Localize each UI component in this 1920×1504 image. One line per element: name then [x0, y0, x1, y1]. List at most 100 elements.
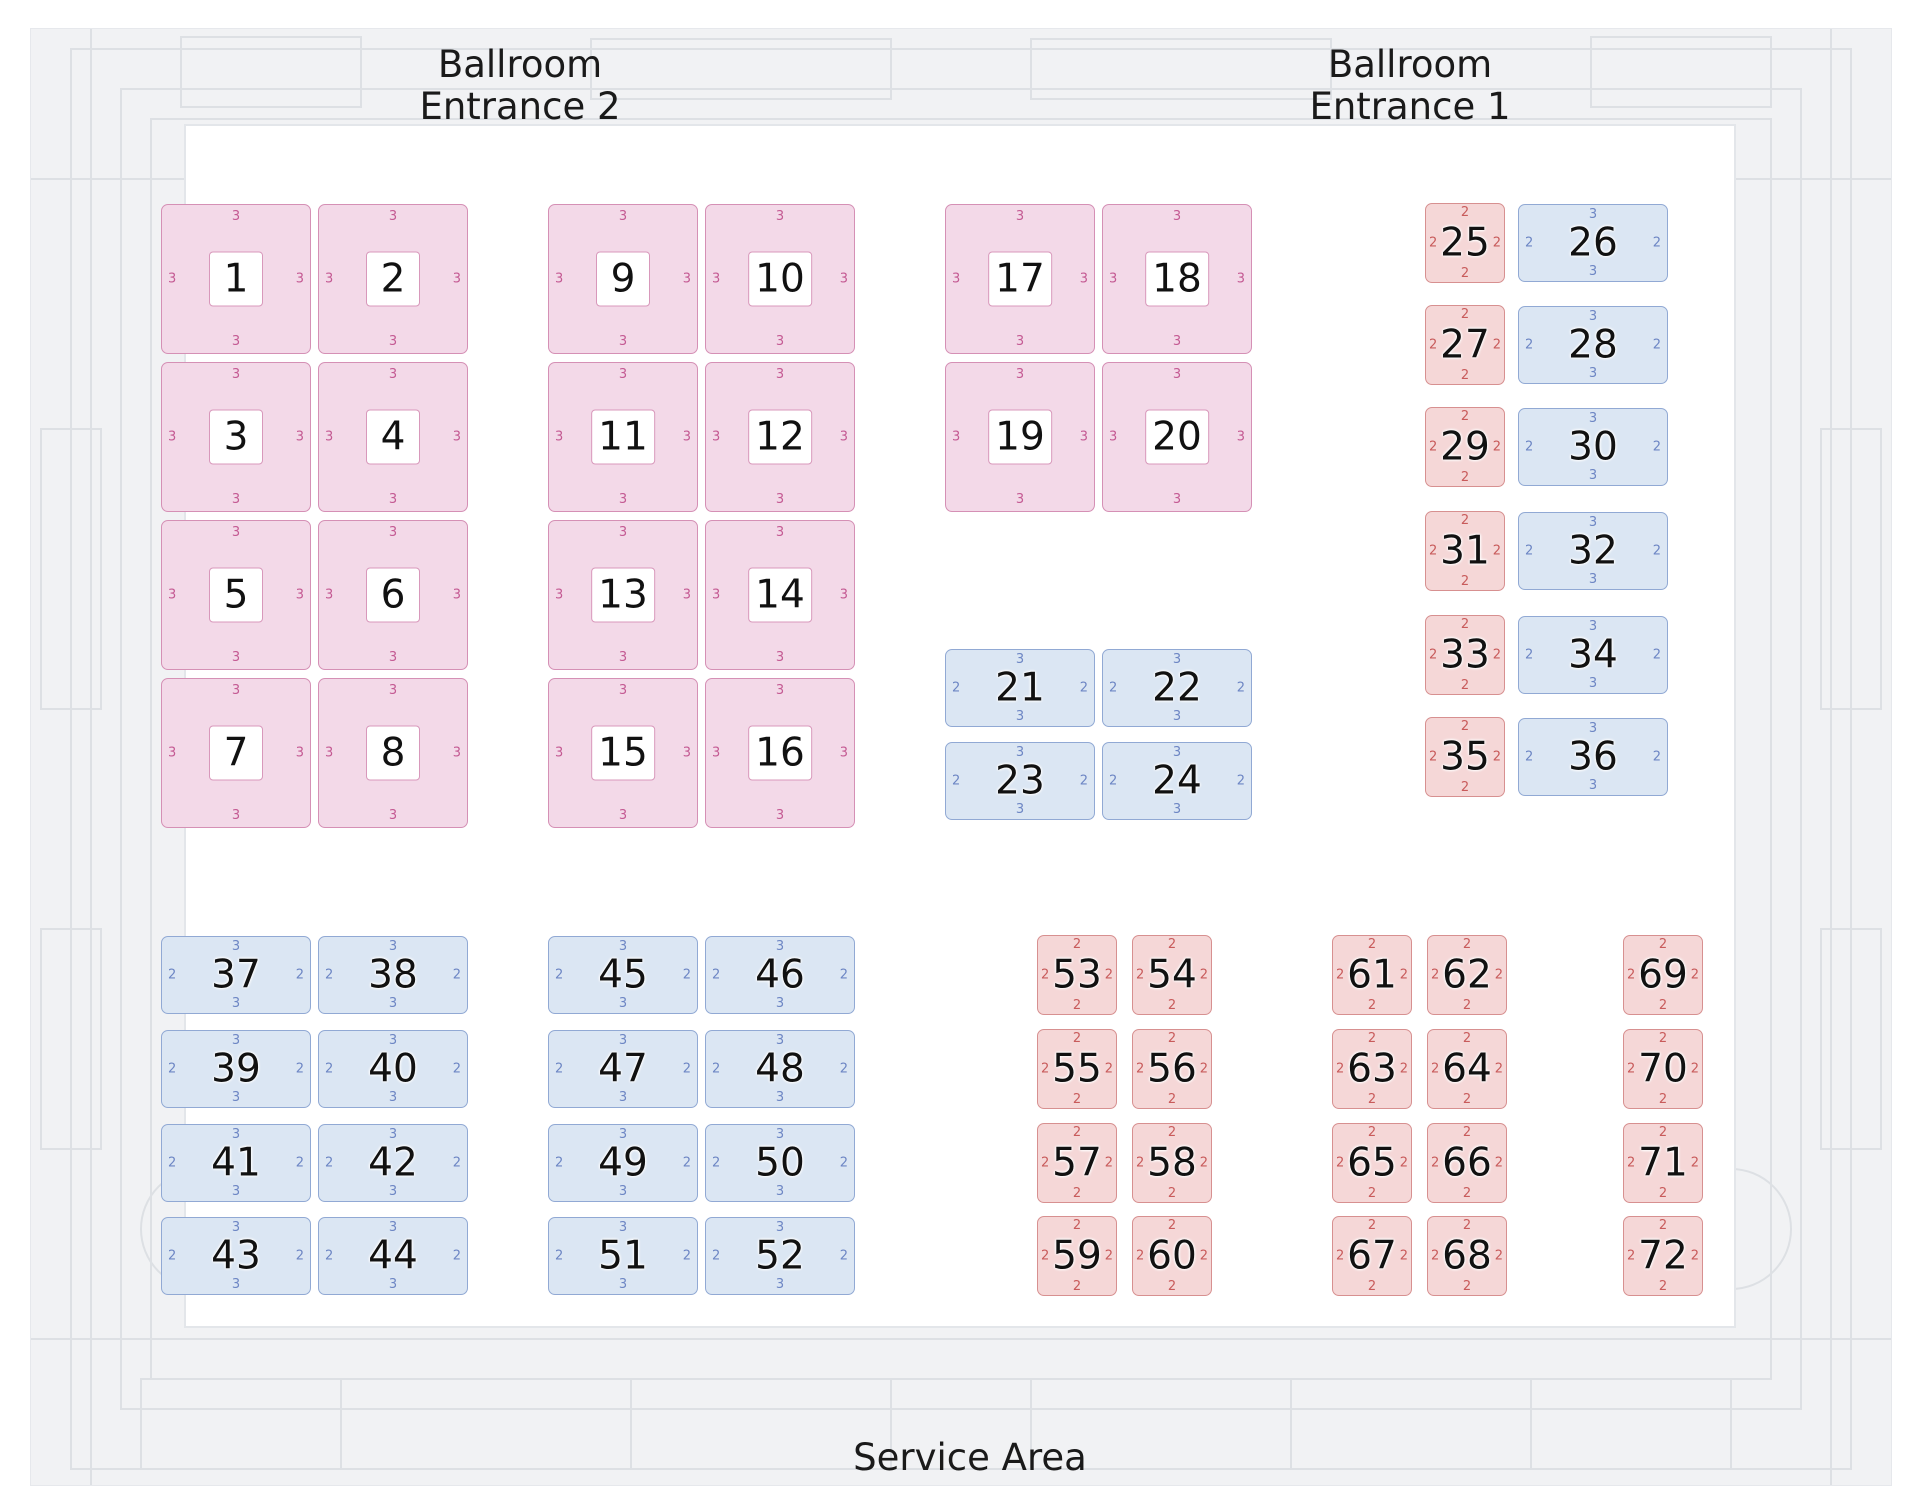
side-capacity-label: 2: [1199, 1061, 1208, 1077]
booth-number: 48: [755, 1046, 805, 1092]
side-capacity-label: 3: [388, 683, 398, 698]
side-capacity-label: 2: [712, 1061, 721, 1077]
side-capacity-label: 3: [1588, 207, 1598, 222]
side-capacity-label: 2: [1072, 937, 1082, 952]
booth-number: 59: [1052, 1233, 1102, 1279]
side-capacity-label: 2: [1072, 1279, 1082, 1294]
side-capacity-label: 2: [295, 1248, 304, 1264]
side-capacity-label: 2: [1460, 617, 1470, 632]
booth-number: 53: [1052, 952, 1102, 998]
side-capacity-label: 3: [1172, 652, 1182, 667]
side-capacity-label: 3: [1236, 429, 1245, 445]
side-capacity-label: 2: [1104, 1155, 1113, 1171]
side-capacity-label: 3: [618, 939, 628, 954]
booth-number: 50: [755, 1140, 805, 1186]
side-capacity-label: 2: [168, 1155, 177, 1171]
side-capacity-label: 3: [231, 334, 241, 349]
side-capacity-label: 2: [1460, 205, 1470, 220]
side-capacity-label: 3: [231, 1127, 241, 1142]
booth-number: 36: [1568, 734, 1618, 780]
side-capacity-label: 2: [682, 967, 691, 983]
side-capacity-label: 3: [1236, 271, 1245, 287]
side-capacity-label: 2: [1429, 235, 1438, 251]
side-capacity-label: 2: [1658, 1092, 1668, 1107]
booth-number: 72: [1638, 1233, 1688, 1279]
booth-number: 67: [1347, 1233, 1397, 1279]
side-capacity-label: 2: [1104, 967, 1113, 983]
